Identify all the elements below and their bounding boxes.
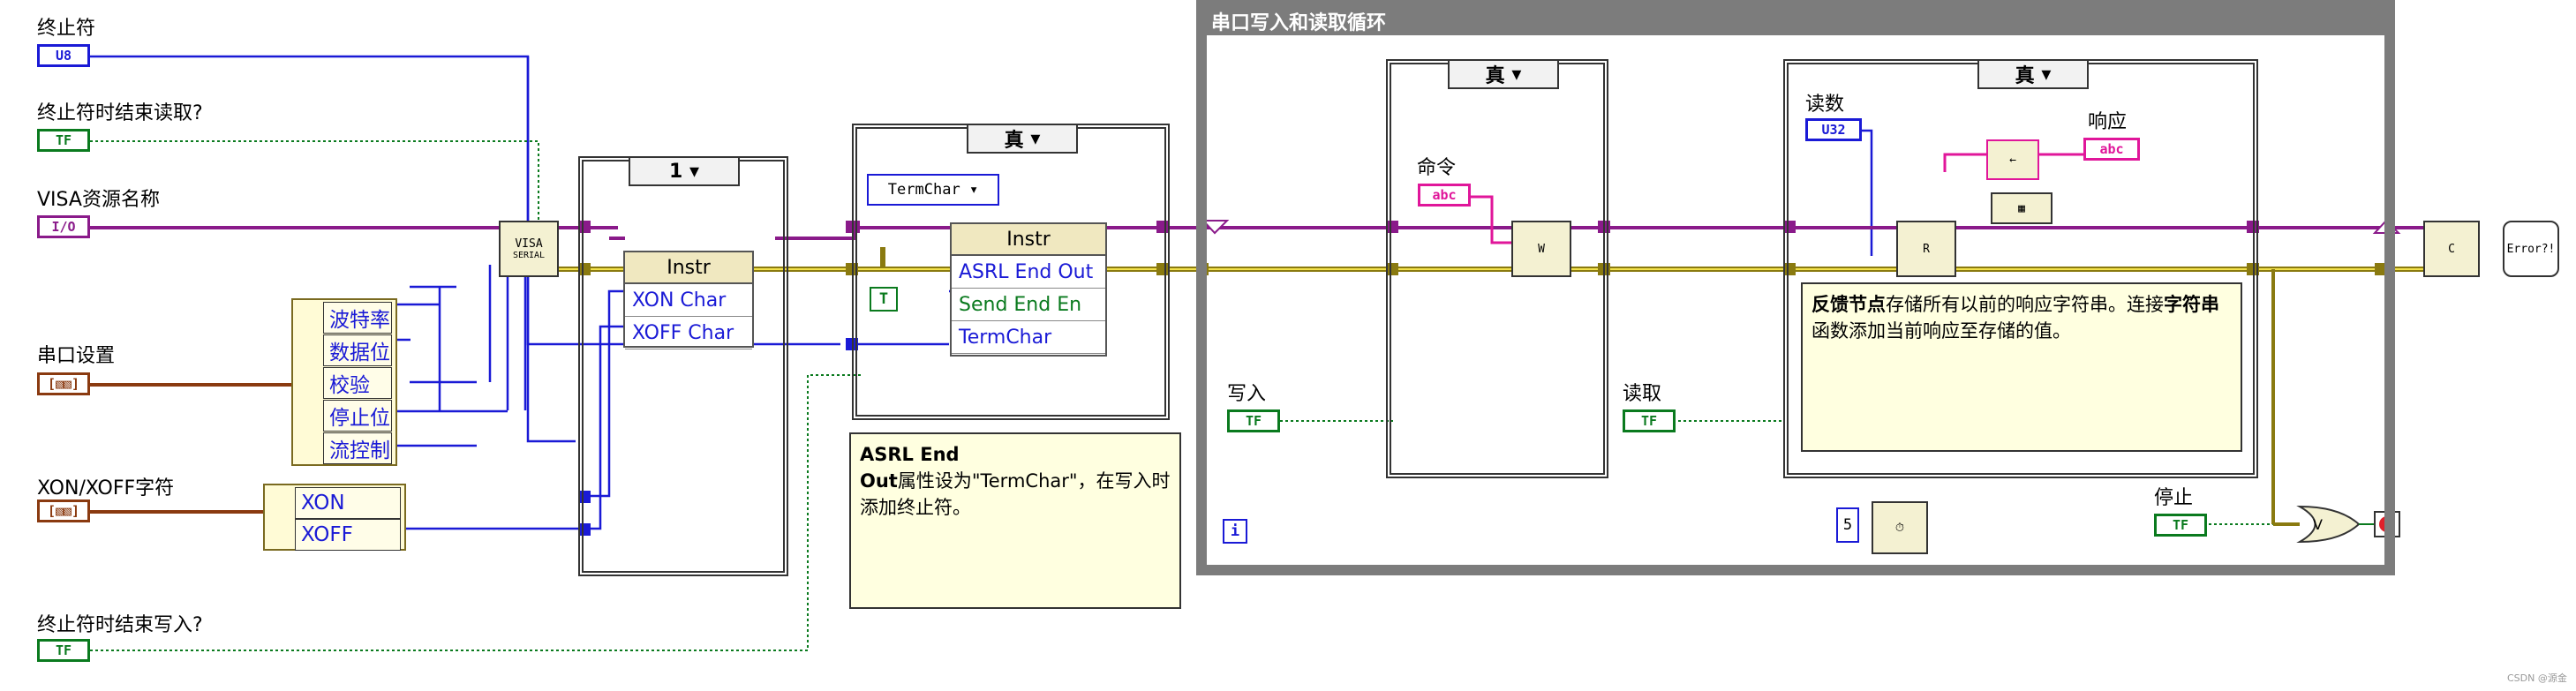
prop-header: Instr bbox=[952, 224, 1105, 256]
case-structure-3 bbox=[1386, 59, 1608, 478]
property-node-termchar[interactable]: Instr ASRL End Out Send End En TermChar bbox=[950, 222, 1107, 357]
comment-title: ASRL End bbox=[860, 444, 960, 465]
prop-item: Send End En bbox=[952, 289, 1105, 321]
chevron-down-icon: ▾ bbox=[689, 160, 700, 183]
prop-item: XOFF Char bbox=[625, 317, 752, 349]
while-loop bbox=[1196, 0, 2395, 575]
label-visa-name: VISA资源名称 bbox=[37, 189, 160, 211]
term-write-terminal[interactable]: TF bbox=[37, 639, 90, 662]
unbundle-item: XON bbox=[295, 487, 401, 519]
comment-bold: 字符串 bbox=[2164, 294, 2219, 315]
label-term-char: 终止符 bbox=[37, 18, 96, 40]
watermark: CSDN @源金 bbox=[2507, 672, 2567, 684]
unbundle-xon-xoff: XON XOFF bbox=[263, 484, 406, 551]
prop-item: XON Char bbox=[625, 284, 752, 317]
case-4-selector[interactable]: 真 ▾ bbox=[1977, 59, 2089, 89]
command-terminal[interactable]: abc bbox=[1418, 184, 1471, 207]
response-terminal[interactable]: abc bbox=[2083, 138, 2140, 161]
shift-register-left bbox=[1201, 220, 1230, 235]
termchar-enum-constant[interactable]: TermChar ▾ bbox=[867, 174, 999, 206]
stop-control-terminal[interactable]: TF bbox=[2154, 514, 2207, 537]
comment-bold: Out bbox=[860, 470, 898, 492]
loop-title: 串口写入和读取循环 bbox=[1211, 12, 1387, 34]
visa-name-terminal[interactable]: I/O bbox=[37, 215, 90, 238]
label-command: 命令 bbox=[1417, 157, 1457, 179]
serial-settings-terminal[interactable]: [▧▧] bbox=[37, 372, 90, 395]
case-2-selector[interactable]: 真 ▾ bbox=[967, 124, 1078, 154]
cluster-icon: [▧▧] bbox=[47, 503, 80, 519]
wait-ms-constant[interactable]: 5 bbox=[1836, 507, 1859, 543]
chevron-down-icon: ▾ bbox=[1511, 63, 1522, 86]
visa-configure-serial-vi[interactable]: VISA SERIAL bbox=[499, 221, 559, 277]
term-read-terminal[interactable]: TF bbox=[37, 129, 90, 152]
visa-write-vi[interactable]: W bbox=[1511, 221, 1571, 277]
chevron-down-icon: ▾ bbox=[1030, 127, 1041, 150]
unbundle-item: 停止位 bbox=[323, 400, 392, 432]
read-terminal[interactable]: TF bbox=[1623, 409, 1676, 432]
comment-bold: 反馈节点 bbox=[1811, 294, 1886, 315]
label-response: 响应 bbox=[2088, 111, 2128, 133]
concat-string-function: ▦ bbox=[1991, 192, 2053, 224]
prop-header: Instr bbox=[625, 252, 752, 284]
iteration-terminal: i bbox=[1223, 519, 1247, 544]
chevron-down-icon: ▾ bbox=[2041, 63, 2052, 86]
simple-error-handler-vi[interactable]: Error?! bbox=[2503, 221, 2559, 277]
comment-feedback: 反馈节点存储所有以前的响应字符串。连接字符串函数添加当前响应至存储的值。 bbox=[1801, 282, 2242, 452]
visa-read-vi[interactable]: R bbox=[1896, 221, 1956, 277]
write-terminal[interactable]: TF bbox=[1227, 409, 1280, 432]
prop-item: ASRL End Out bbox=[952, 256, 1105, 289]
unbundle-serial-settings: 波特率 数据位 校验 停止位 流控制 bbox=[291, 298, 397, 466]
comment-text: 函数添加当前响应至存储的值。 bbox=[1811, 320, 2071, 342]
read-count-terminal[interactable]: U32 bbox=[1805, 118, 1862, 141]
serial-icon: SERIAL bbox=[512, 251, 546, 260]
label-serial-settings: 串口设置 bbox=[37, 345, 116, 367]
label-read-count: 读数 bbox=[1805, 94, 1845, 116]
case-1-selector[interactable]: 1 ▾ bbox=[629, 156, 740, 186]
prop-item: TermChar bbox=[952, 321, 1105, 354]
case-3-selector[interactable]: 真 ▾ bbox=[1448, 59, 1559, 89]
label-term-write: 终止符时结束写入? bbox=[37, 614, 203, 636]
unbundle-item: 波特率 bbox=[323, 302, 392, 334]
unbundle-item: 流控制 bbox=[323, 432, 392, 464]
chevron-down-icon: ▾ bbox=[968, 181, 979, 199]
wait-ms-vi: ⏱ bbox=[1872, 501, 1928, 554]
visa-close-vi[interactable]: C bbox=[2423, 221, 2480, 277]
label-xon-xoff: XON/XOFF字符 bbox=[37, 477, 175, 499]
or-gate bbox=[2296, 505, 2361, 544]
true-constant[interactable]: T bbox=[870, 287, 898, 312]
comment-text: 存储所有以前的响应字符串。连接 bbox=[1886, 294, 2164, 315]
label-write: 写入 bbox=[1227, 383, 1267, 405]
label-term-read: 终止符时结束读取? bbox=[37, 102, 203, 124]
svg-text:V: V bbox=[2313, 516, 2323, 533]
case-structure-1 bbox=[578, 156, 788, 576]
unbundle-item: 校验 bbox=[323, 367, 392, 399]
label-read: 读取 bbox=[1623, 383, 1662, 405]
feedback-node: ← bbox=[1986, 139, 2039, 180]
cluster-icon: [▧▧] bbox=[47, 376, 80, 392]
property-node-xon[interactable]: Instr XON Char XOFF Char bbox=[623, 251, 754, 349]
unbundle-item: XOFF bbox=[295, 519, 401, 551]
label-stop: 停止 bbox=[2154, 487, 2194, 509]
string-wires bbox=[1457, 153, 2083, 244]
term-char-terminal[interactable]: U8 bbox=[37, 44, 90, 67]
comment-asrl-end: ASRL End Out属性设为"TermChar"，在写入时添加终止符。 bbox=[849, 432, 1181, 609]
unbundle-item: 数据位 bbox=[323, 334, 392, 366]
xon-xoff-terminal[interactable]: [▧▧] bbox=[37, 499, 90, 522]
comment-body: 属性设为"TermChar"，在写入时添加终止符。 bbox=[860, 470, 1171, 518]
